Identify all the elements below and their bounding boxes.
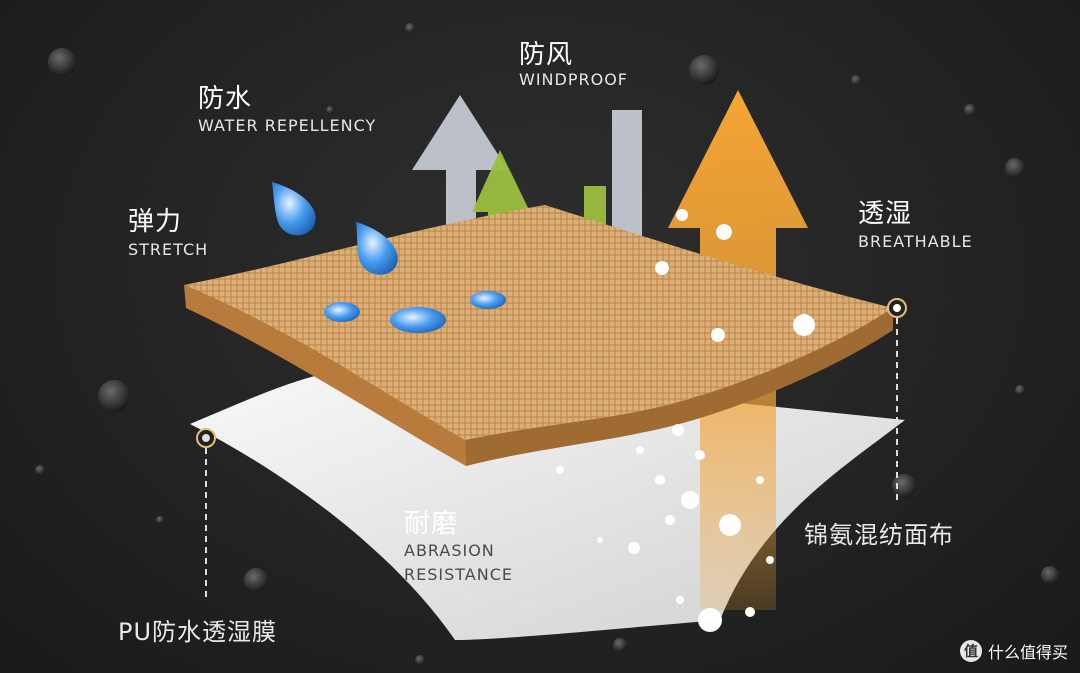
stretch-label-cn: 弹力 [128,207,183,237]
abrasion-label-cn: 耐磨 [404,509,459,539]
watermark-logo-icon: 值 [959,640,982,662]
falling-drop-1 [272,182,316,236]
breathable-label-cn: 透湿 [858,199,913,229]
watermark-text: 什么值得买 [987,643,1068,662]
bead-drop-1 [324,302,360,322]
windproof-label-en: WINDPROOF [519,70,628,89]
waterproof-label-cn: 防水 [198,84,253,114]
outer-fabric-label: 锦氨混纺面布 [804,521,954,549]
fabric-side-edge [465,308,893,466]
callout-membrane [196,428,216,600]
watermark: 值 什么值得买 [959,639,1068,663]
abrasion-label-en-1: ABRASION [404,541,495,560]
callout-fabric [887,298,907,500]
bead-drop-3 [470,291,506,309]
fabric-front-edge [184,285,466,466]
vapor-bubbles [556,209,815,632]
waterproof-label-en: WATER REPELLENCY [198,116,377,135]
falling-drop-2 [356,222,398,275]
windproof-label-cn: 防风 [519,40,574,70]
breathable-label-en: BREATHABLE [858,232,973,251]
stretch-label-en: STRETCH [128,240,209,259]
bead-drop-2 [390,307,446,333]
membrane-label: PU防水透湿膜 [118,618,278,646]
abrasion-label-en-2: RESISTANCE [404,565,513,584]
